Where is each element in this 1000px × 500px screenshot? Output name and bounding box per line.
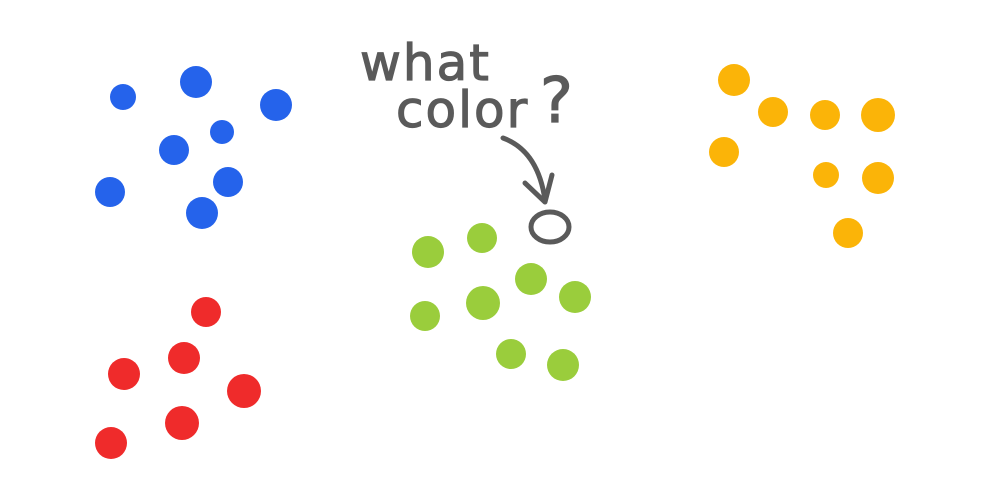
blue-dot <box>159 135 189 165</box>
annotation-question-mark: ? <box>540 64 575 137</box>
cluster-orange <box>709 64 895 248</box>
green-dot <box>496 339 526 369</box>
green-dot <box>547 349 579 381</box>
orange-dot <box>758 97 788 127</box>
green-dot <box>467 223 497 253</box>
cluster-green <box>410 223 591 381</box>
orange-dot <box>718 64 750 96</box>
orange-dot <box>862 162 894 194</box>
green-dot <box>466 286 500 320</box>
red-dot <box>227 374 261 408</box>
arrow-shaft <box>500 135 548 203</box>
orange-dot <box>810 100 840 130</box>
arrow-head <box>522 172 555 205</box>
red-dot <box>191 297 221 327</box>
blue-dot <box>213 167 243 197</box>
blue-dot <box>95 177 125 207</box>
blue-dot <box>210 120 234 144</box>
red-dot <box>165 406 199 440</box>
cluster-red <box>95 297 261 459</box>
blue-dot <box>260 89 292 121</box>
red-dot <box>95 427 127 459</box>
blue-dot <box>110 84 136 110</box>
green-dot <box>412 236 444 268</box>
annotation-line-what: what <box>360 34 491 92</box>
query-point-circle <box>528 209 572 245</box>
red-dot <box>108 358 140 390</box>
green-dot <box>559 281 591 313</box>
green-dot <box>515 263 547 295</box>
blue-dot <box>186 197 218 229</box>
blue-dot <box>180 66 212 98</box>
green-dot <box>410 301 440 331</box>
orange-dot <box>813 162 839 188</box>
orange-dot <box>833 218 863 248</box>
orange-dot <box>709 137 739 167</box>
orange-dot <box>861 98 895 132</box>
cluster-blue <box>95 66 292 229</box>
red-dot <box>168 342 200 374</box>
annotation-line-color: color <box>396 81 529 139</box>
